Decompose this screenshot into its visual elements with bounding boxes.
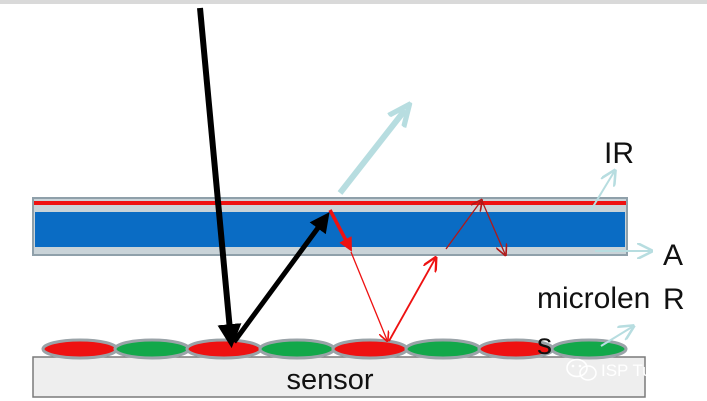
- wechat-icon: [566, 358, 597, 381]
- ar-label: A R: [663, 239, 685, 316]
- sensor: sensor: [32, 356, 646, 398]
- ir-label: IR: [604, 137, 634, 170]
- microlens-red: [331, 338, 409, 360]
- red-ray-inside-filter-down: [481, 200, 505, 254]
- microlens-label-line1: microlen: [537, 282, 650, 315]
- microlens-green: [550, 338, 628, 360]
- microlens-reflected-ray: [600, 327, 632, 347]
- red-ray-up: [388, 259, 435, 342]
- ar-label-a: A: [663, 239, 683, 272]
- incident-rays: [197, 7, 330, 349]
- top-crop-strip: [0, 0, 707, 4]
- microlens-array: [41, 338, 628, 360]
- microlens-red: [41, 338, 119, 360]
- ir-reflection-rays: [337, 110, 650, 347]
- microlens-label: microlen s: [537, 282, 650, 361]
- red-ray-inside-filter-up: [445, 201, 481, 250]
- microlens-green: [404, 338, 482, 360]
- microlens-label-line2: s: [537, 328, 552, 361]
- ir-reflected-ray-thick: [337, 110, 405, 195]
- sensor-reflection-ray: [231, 212, 330, 344]
- watermark: ISP Tuning: [566, 358, 684, 381]
- ir-cut-filter: [32, 197, 628, 256]
- ir-transmitted-ray: [590, 172, 614, 211]
- red-bounce-rays: [328, 200, 505, 342]
- filter-glass-body: [35, 212, 625, 247]
- ar-label-r: R: [663, 283, 685, 316]
- microlens-green: [113, 338, 191, 360]
- microlens-green: [258, 338, 336, 360]
- sensor-label: sensor: [286, 364, 373, 396]
- microlens-red: [185, 338, 263, 360]
- watermark-text: ISP Tuning: [601, 361, 684, 380]
- red-ray-to-microlens: [350, 251, 387, 340]
- sensor-block: [32, 356, 646, 398]
- incident-ray: [197, 7, 242, 349]
- red-ray-down-thick: [328, 209, 352, 252]
